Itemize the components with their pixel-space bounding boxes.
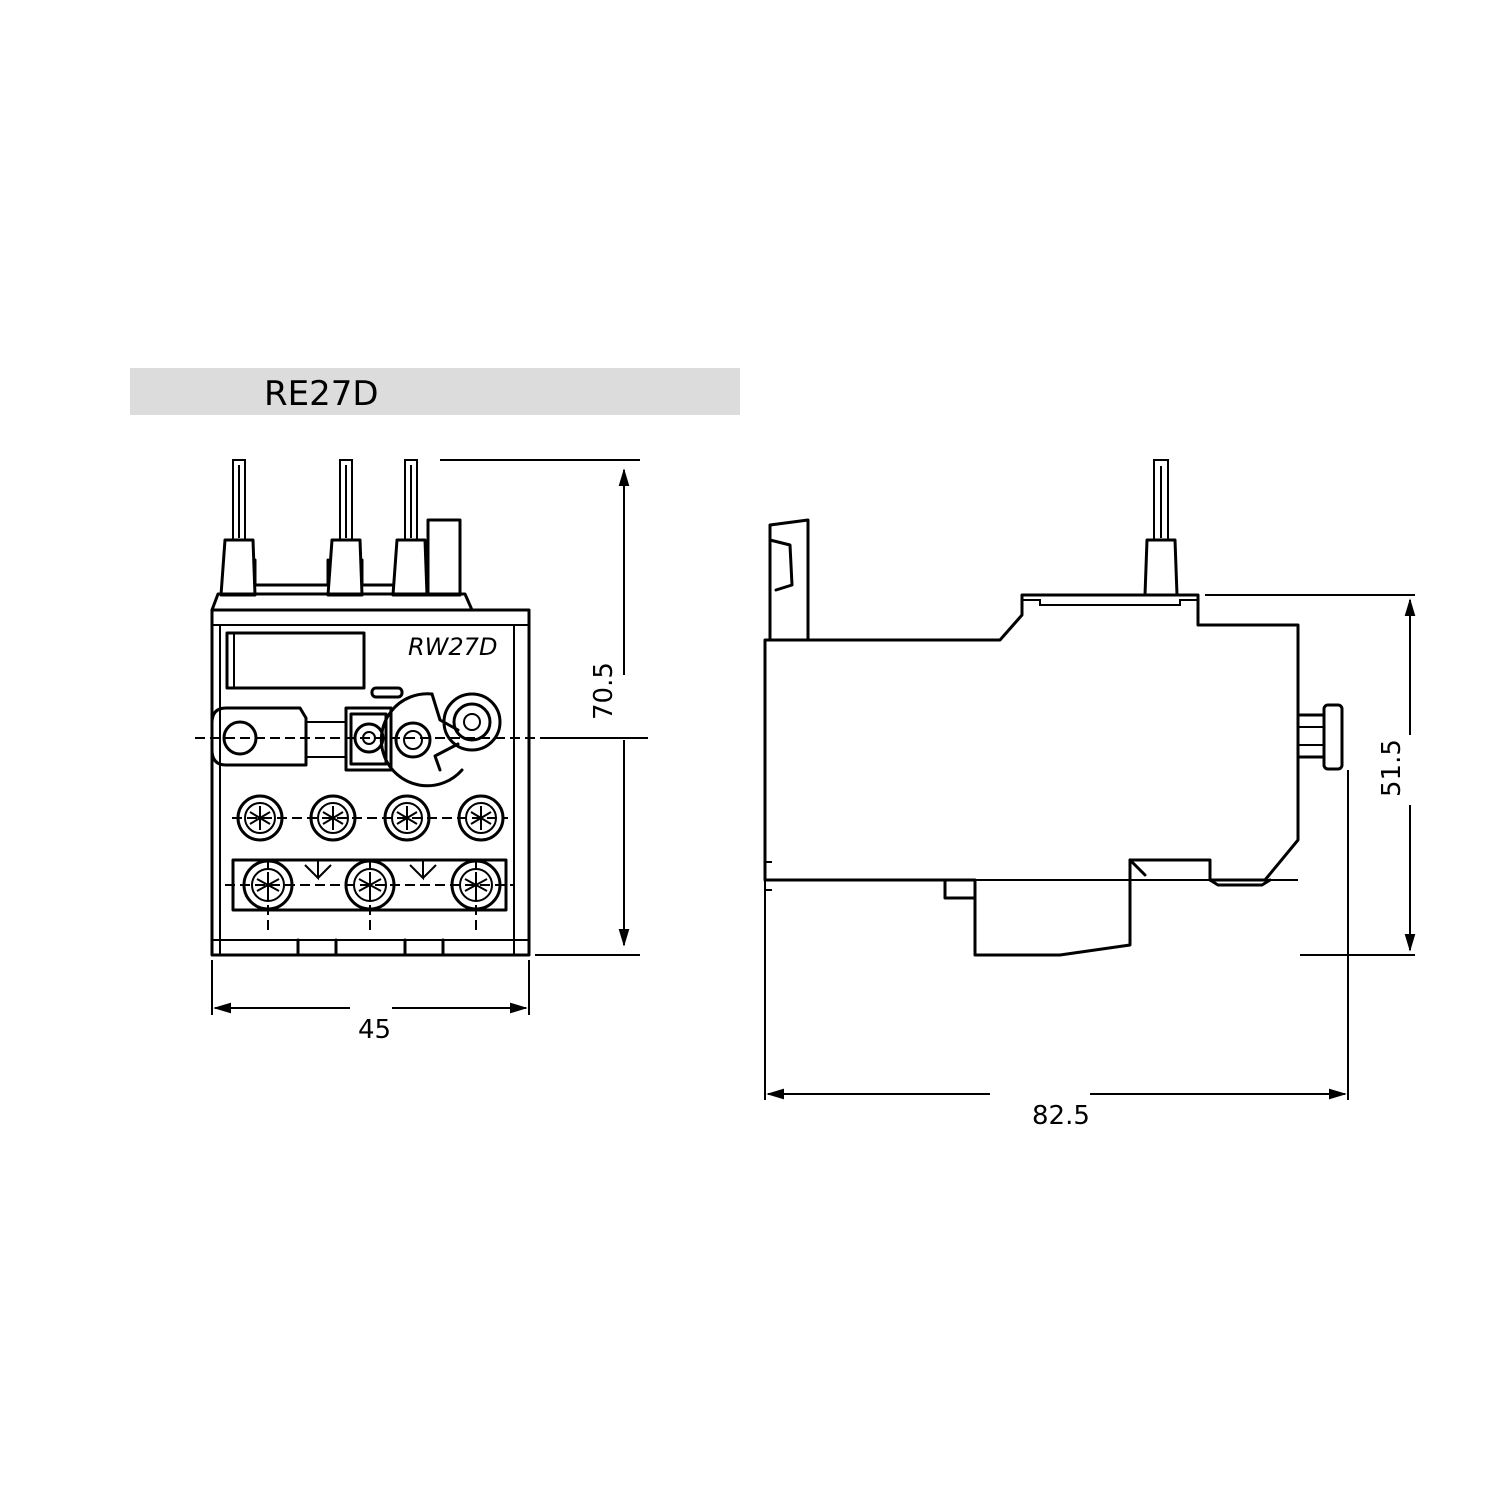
side-dimensions: 51.5 82.5 <box>764 594 1416 1131</box>
front-housing-top <box>210 592 474 612</box>
model-label: RW27D <box>408 633 497 661</box>
side-pin <box>1143 459 1179 597</box>
side-body <box>763 593 1300 957</box>
reset-lever <box>210 686 432 772</box>
label-window <box>225 631 366 690</box>
front-dimensions: 70.5 45 <box>211 459 648 1045</box>
title-bar-background <box>130 368 740 415</box>
side-view: 51.5 82.5 <box>763 459 1416 1131</box>
title-bar: RE27D <box>130 368 740 415</box>
front-height-label: 70.5 <box>589 662 619 720</box>
front-feet <box>212 938 529 957</box>
front-width-label: 45 <box>358 1015 391 1045</box>
front-pins <box>219 459 462 597</box>
front-housing <box>210 608 531 957</box>
side-reset-button <box>1296 703 1344 771</box>
side-depth-label: 82.5 <box>1032 1101 1090 1131</box>
adjustment-dial <box>379 692 502 788</box>
mounting-hook <box>768 518 810 642</box>
front-screw-row-2 <box>225 859 515 930</box>
page-title: RE27D <box>264 374 379 414</box>
front-view: RW27D <box>195 459 648 1045</box>
front-screw-row-1 <box>232 794 508 842</box>
side-height-label: 51.5 <box>1377 739 1407 797</box>
